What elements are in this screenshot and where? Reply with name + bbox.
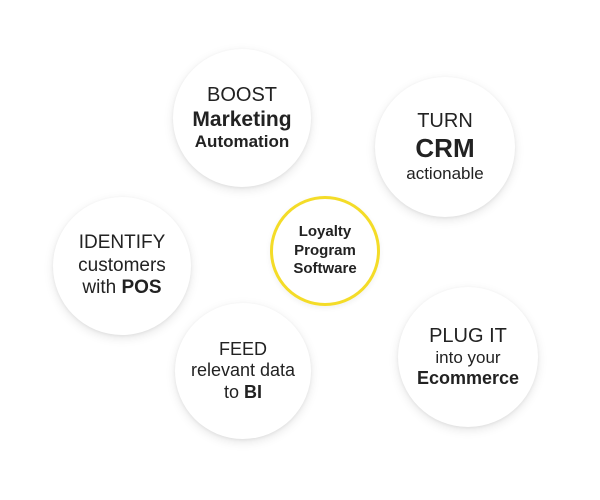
with-prefix: with (82, 277, 122, 299)
actionable-label: actionable (406, 164, 484, 184)
crm-label: CRM (415, 133, 475, 164)
boost-label: BOOST (206, 84, 277, 107)
program-label: Program (294, 241, 356, 259)
relevant-data-label: relevant data (190, 360, 296, 381)
boost-marketing-bubble: BOOST Marketing Automation (173, 49, 311, 187)
pos-label: POS (121, 277, 162, 299)
ecommerce-label: Ecommerce (416, 368, 520, 389)
software-label: Software (293, 260, 357, 278)
marketing-label: Marketing (192, 108, 292, 132)
turn-label: TURN (417, 110, 473, 133)
loyalty-program-software-bubble: Loyalty Program Software (270, 196, 380, 306)
into-your-label: into your (435, 348, 501, 367)
plug-ecommerce-bubble: PLUG IT into your Ecommerce (398, 287, 538, 427)
identify-customers-bubble: IDENTIFY customers with POS (53, 197, 191, 335)
feed-label: FEED (218, 338, 267, 359)
with-pos-label: with POS (82, 277, 161, 300)
customers-label: customers (78, 254, 166, 276)
turn-crm-bubble: TURN CRM actionable (375, 77, 515, 217)
to-prefix: to (223, 381, 244, 402)
feed-bi-bubble: FEED relevant data to BI (175, 303, 311, 439)
to-bi-label: to BI (224, 382, 262, 404)
automation-label: Automation (194, 132, 290, 152)
loyalty-label: Loyalty (298, 222, 352, 240)
bi-label: BI (244, 381, 262, 402)
plug-it-label: PLUG IT (429, 325, 507, 347)
identify-label: IDENTIFY (78, 231, 166, 253)
